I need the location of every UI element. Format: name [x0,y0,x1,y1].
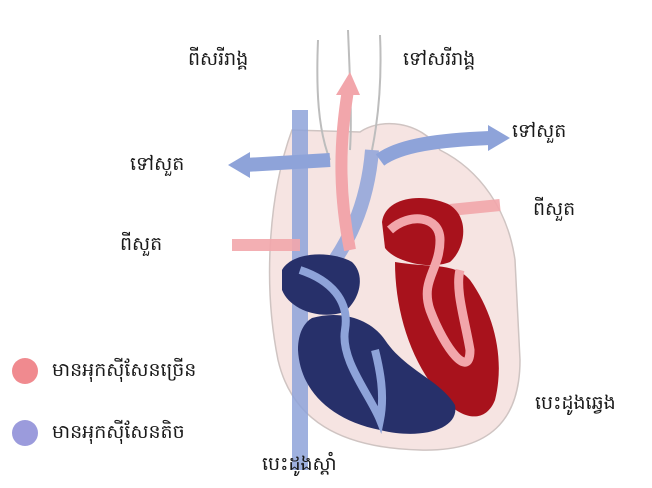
legend-oxygen-poor-swatch [12,420,38,446]
legend-oxygen-rich-label: មានអុកស៊ីសែនច្រើន [52,361,196,380]
pulmonary-vein-right [450,205,500,210]
label-to-lung-left: ទៅសួត [130,155,184,174]
arrow-to-body [336,72,360,95]
label-to-body: ទៅសរីរាង្គ [403,50,475,69]
label-right-heart: បេះដូងស្តាំ [262,455,337,474]
label-left-heart: បេះដូងឆ្វេង [535,394,616,413]
label-from-body: ពីសរីរាង្គ [188,50,248,69]
arrow-to-lung-left [228,152,250,178]
pulmonary-artery-left [245,160,330,165]
label-to-lung-right: ទៅសួត [512,122,566,141]
label-from-lung-left: ពីសួត [120,235,162,254]
arrow-to-lung-right [488,125,510,151]
legend-oxygen-poor-label: មានអុកស៊ីសែនតិច [52,423,185,442]
legend-oxygen-rich-swatch [12,358,38,384]
label-from-lung-right: ពីសួត [533,200,575,219]
